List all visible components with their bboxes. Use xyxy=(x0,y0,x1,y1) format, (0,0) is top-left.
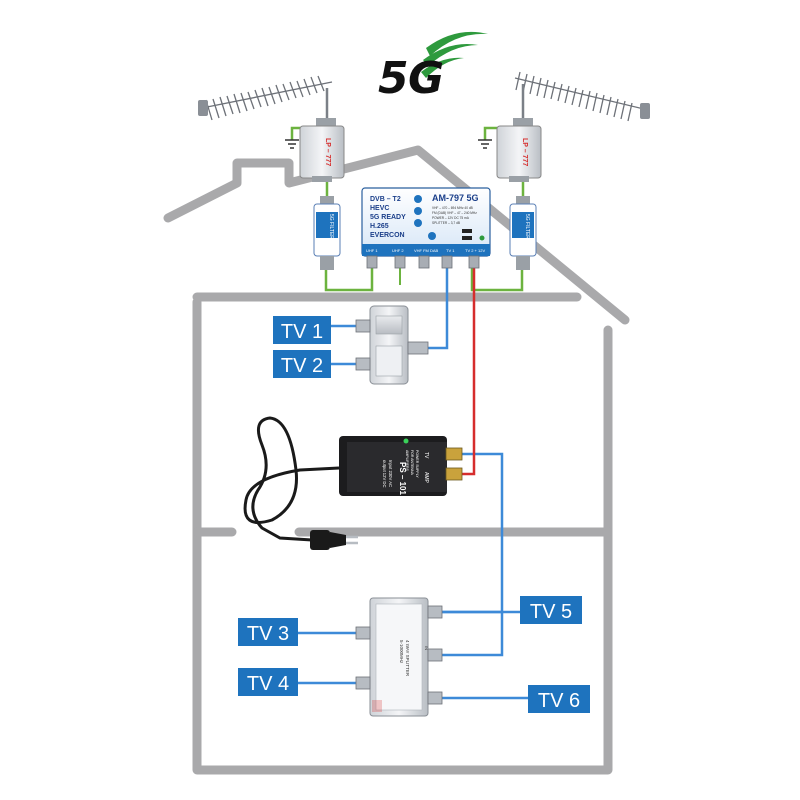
logo-g: G xyxy=(408,53,444,104)
main-amp-spec-1: VHF – 470 – 694 MHz 40 dB xyxy=(432,206,473,210)
filter-left-label: 5G FILTER xyxy=(328,214,334,239)
splitter4-out-tv5-connector-icon xyxy=(427,605,443,619)
dip-switch-2-icon xyxy=(462,236,472,240)
filter-right-label: 5G FILTER xyxy=(524,214,530,239)
logo-5: 5 xyxy=(378,53,409,104)
5g-logo: 5 G xyxy=(378,31,488,104)
antenna-left-icon xyxy=(198,75,333,124)
splitter4-out-tv4-connector-icon xyxy=(355,676,371,690)
gain-knob-4-icon xyxy=(428,232,436,240)
splitter4-out-tv6-connector-icon xyxy=(427,691,443,705)
ground-symbol-right-icon xyxy=(478,139,492,149)
splitter2-in-connector-icon xyxy=(407,341,429,355)
power-cord xyxy=(243,416,340,542)
ps-side-3: AMPLIFIERS xyxy=(405,450,409,471)
tv3-label-box: TV 3 xyxy=(238,618,298,646)
tv2-label-box: TV 2 xyxy=(273,350,331,378)
main-amp-spec-3: POWER – 12V DC 75 mA xyxy=(432,216,470,220)
ps-amp-label: AMP xyxy=(423,472,429,484)
port-tv2-connector-icon xyxy=(468,255,480,269)
dip-switch-1-icon xyxy=(462,229,472,233)
main-amp-port-tv2: TV 2 + 12V xyxy=(465,248,485,253)
mast-amplifier-right: LP – 777 xyxy=(496,118,542,182)
tv4-label: TV 4 xyxy=(247,673,289,695)
gain-knob-1-icon xyxy=(414,195,422,203)
ps-input: Input 230V AC xyxy=(388,460,393,487)
main-amp-line-3: 5G READY xyxy=(370,214,406,221)
tv5-label: TV 5 xyxy=(530,601,572,623)
splitter4-out-tv3-connector-icon xyxy=(355,626,371,640)
ps-amp-connector-icon xyxy=(445,467,463,481)
main-amplifier: DVB – T2 HEVC 5G READY H.265 EVERCON AM-… xyxy=(361,187,491,269)
mast-amplifier-left: LP – 777 xyxy=(299,118,345,182)
5g-filter-left: 5G FILTER xyxy=(313,196,341,270)
port-tv1-connector-icon xyxy=(441,255,453,269)
main-amp-line-2: HEVC xyxy=(370,205,389,212)
tv6-label-box: TV 6 xyxy=(528,685,590,713)
tv1-label: TV 1 xyxy=(281,321,323,343)
main-amp-line-4: H.265 xyxy=(370,223,389,230)
ps-output: output 12V DC xyxy=(382,460,387,487)
main-amp-spec-4: SPLITTER – 3,7 dB xyxy=(432,221,460,225)
main-amp-line-1: DVB – T2 xyxy=(370,196,401,203)
main-amp-model: AM-797 5G xyxy=(432,193,479,203)
gain-knob-2-icon xyxy=(414,207,422,215)
ps-side-2: FOR ANTENNA xyxy=(410,450,414,476)
mast-amp-right-model: LP – 777 xyxy=(521,138,528,166)
cable-blue xyxy=(297,268,528,700)
splitter4-line-2: 5-1000MHz xyxy=(399,640,404,664)
main-amp-line-5: EVERCON xyxy=(370,232,405,239)
splitter4-line-1: 4 WAY SPLITTER xyxy=(405,640,410,677)
power-led-icon xyxy=(403,438,409,444)
splitter4-in-label: IN xyxy=(424,646,429,650)
power-plug-icon xyxy=(310,530,358,550)
tv2-label: TV 2 xyxy=(281,355,323,377)
splitter2-out2-connector-icon xyxy=(355,357,371,371)
ps-model: PS – 101 xyxy=(398,462,407,495)
ps-tv-connector-icon xyxy=(445,447,463,461)
tv4-label-box: TV 4 xyxy=(238,668,298,696)
port-uhf2-connector-icon xyxy=(394,255,406,269)
house-outline xyxy=(163,145,630,775)
tv3-label: TV 3 xyxy=(247,623,289,645)
port-uhf1-connector-icon xyxy=(366,255,378,269)
main-amp-port-vhf: VHF FM DAB xyxy=(414,248,439,253)
port-vhf-connector-icon xyxy=(418,255,430,269)
tv5-label-box: TV 5 xyxy=(520,596,582,624)
antenna-right-icon xyxy=(514,71,650,124)
splitter-4way: 4 WAY SPLITTER 5-1000MHz IN xyxy=(355,597,443,717)
led-indicator-icon xyxy=(479,235,485,241)
5g-filter-right: 5G FILTER xyxy=(509,196,537,270)
tv1-label-box: TV 1 xyxy=(273,316,331,344)
gain-knob-3-icon xyxy=(414,219,422,227)
splitter-2way xyxy=(355,305,429,385)
ground-symbol-left-icon xyxy=(285,139,299,149)
splitter4-in-connector-icon xyxy=(427,648,443,662)
power-supply: TV AMP PS – 101 Input 230V AC output 12V… xyxy=(243,416,463,550)
splitter2-out1-connector-icon xyxy=(355,319,371,333)
main-amp-port-uhf1: UHF 1 xyxy=(366,248,378,253)
main-amp-port-uhf2: UHF 2 xyxy=(392,248,404,253)
ps-tv-label: TV xyxy=(423,452,429,459)
main-amp-spec-2: FM (DAB) VHF – 47 – 240 MHz xyxy=(432,211,477,215)
cable-red xyxy=(462,268,476,476)
ps-side-1: POWER SUPPLY xyxy=(415,450,419,478)
main-amp-port-tv1: TV 1 xyxy=(446,248,455,253)
mast-amp-left-model: LP – 777 xyxy=(324,138,331,166)
tv6-label: TV 6 xyxy=(538,690,580,712)
